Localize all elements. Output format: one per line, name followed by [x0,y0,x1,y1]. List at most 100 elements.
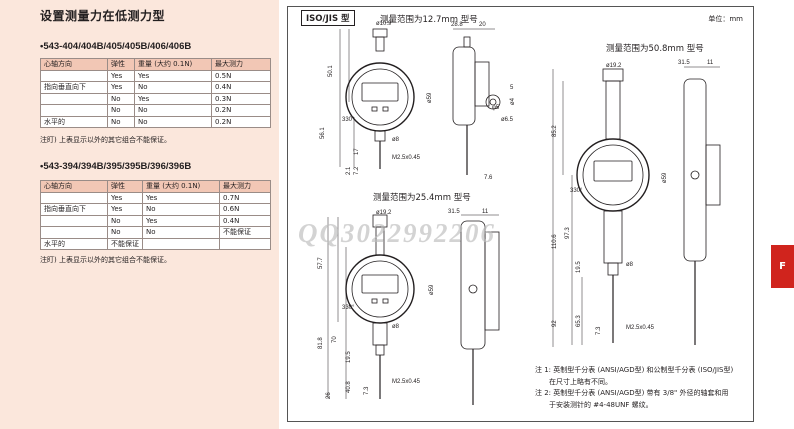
dim-label: 2.1 [346,166,352,175]
dim-label: ø59 [662,172,668,183]
dim-label: ø8 [392,137,400,143]
dim-label: 31.5 [448,209,460,215]
dim-label: 330° [342,117,355,123]
table-cell: 水平的 [40,237,108,250]
gauge-25-4-side [460,220,500,405]
dim-label: 57.7 [318,257,324,269]
gauge-25-4-front [345,214,415,399]
footnote-line: 注 2: 英制型千分表 (ANSI/AGD型) 带有 3/8" 外径的轴套和用 [535,389,729,397]
table-cell: 0.7N [219,191,271,204]
caption-50-8mm: 测量范围为50.8mm 型号 [606,44,704,54]
dim-label: 11 [482,209,489,215]
caption-12-7mm: 测量范围为12.7mm 型号 [380,15,478,25]
table-cell: No [142,203,220,216]
table-cell: 0.4N [211,81,271,94]
gauge-12-7-front [345,28,415,169]
table-cell: 0.4N [219,214,271,227]
table-cell: 指向垂直向下 [40,203,108,216]
dim-label: 26 [326,392,332,399]
dim-label: 11 [707,60,714,66]
table-header-row: 心轴方向 弹性 重量 (大约 0.1N) 最大测力 [40,58,271,71]
table-row: No No 0.2N [40,104,271,117]
dim-label: 70 [332,336,338,343]
dim-label: 28.8 [451,22,463,28]
table-cell [40,226,108,239]
dim-label: ø6.5 [501,117,514,123]
table-row: Yes Yes 0.7N [40,191,271,204]
dim-label: ø19.2 [376,210,392,216]
table-cell: Yes [134,69,212,82]
table-row: No No 不能保证 [40,226,271,239]
dim-label: 97.3 [565,227,571,239]
spec-panel: 设置测量力在低测力型 •543-404/404B/405/405B/406/40… [0,0,279,429]
table-cell: 不能保证 [219,226,271,239]
dim-label: 19.5 [346,351,352,363]
dim-label: 31.5 [678,60,690,66]
gauge-50-8-side [683,78,721,345]
dim-label: ø8 [392,324,400,330]
table-cell: Yes [107,69,135,82]
dim-label: ø8 [626,262,634,268]
table-cell: 0.6N [219,203,271,216]
table-cell: 0.2N [211,104,271,117]
table-cell: No [107,104,135,117]
table-cell: No [142,226,220,239]
table-cell [40,69,108,82]
col-header: 心轴方向 [40,58,108,71]
dim-label: 7.3 [364,386,370,395]
dimension-drawing: ISO/JIS 型 单位：mm 测量范围为12.7mm 型号 测量范围为50.8… [287,6,754,422]
col-header: 最大测力 [211,58,271,71]
dim-label: 56.1 [320,127,326,139]
table-cell [142,237,220,250]
dim-label: 20 [479,22,486,28]
model-title-2: •543-394/394B/395/395B/396/396B [40,161,192,172]
dim-label: ø19.2 [606,63,622,69]
dim-label: M2.5x0.45 [392,155,421,161]
dim-label: M2.5x0.45 [392,379,421,385]
dim-label: ø59 [429,284,435,295]
table-header-row: 心轴方向 弹性 重量 (大约 0.1N) 最大测力 [40,180,271,193]
table-row: 水平的 No No 0.2N [40,115,271,128]
dim-label: 92 [552,320,558,327]
table-row: Yes Yes 0.5N [40,69,271,82]
dim-label: 110.6 [552,234,558,249]
dim-label: 330° [342,305,355,311]
table-cell [219,237,271,250]
table-cell: No [134,115,212,128]
dim-label: 40.8 [346,381,352,393]
gauge-drawings: ø10.9 28.8 20 50.1 ø59 5 ø4 330° ø8 56.1… [318,21,721,405]
gauge-12-7-side [452,36,501,175]
table-cell: Yes [142,214,220,227]
footnote-line: 注 1: 英制型千分表 (ANSI/AGD型) 和公制型千分表 (ISO/JIS… [535,366,734,374]
table-cell: No [107,214,143,227]
dim-label: 330° [570,188,583,194]
footnote-line: 在尺寸上略有不同。 [549,377,612,386]
section-tab-f[interactable]: F [771,245,794,288]
col-header: 重量 (大约 0.1N) [142,180,220,193]
measuring-force-table-2: 心轴方向 弹性 重量 (大约 0.1N) 最大测力 Yes Yes 0.7N 指… [40,180,271,250]
table-cell: 水平的 [40,115,108,128]
table-cell: 0.5N [211,69,271,82]
unit-label: 单位：mm [708,15,743,23]
table-cell: 指向垂直向下 [40,81,108,94]
dim-label: 85.2 [552,125,558,137]
table-row: 水平的 不能保证 [40,237,271,250]
dim-label: ø59 [427,92,433,103]
table-cell [40,104,108,117]
table-cell: No [134,81,212,94]
model-title-1: •543-404/404B/405/405B/406/406B [40,41,192,52]
dim-label: 7.6 [484,175,493,181]
table-cell: Yes [107,81,135,94]
table-cell: No [107,115,135,128]
col-header: 心轴方向 [40,180,108,193]
dim-label: 50.1 [328,65,334,77]
table-row: 指向垂直向下 Yes No 0.6N [40,203,271,216]
table-cell [40,191,108,204]
table-cell: 0.3N [211,92,271,105]
table-row: No Yes 0.3N [40,92,271,105]
col-header: 弹性 [107,180,143,193]
gauge-50-8-front [576,68,650,343]
dim-label: M2.5x0.45 [626,325,655,331]
table-cell: Yes [107,191,143,204]
standard-badge: ISO/JIS 型 [301,10,355,26]
